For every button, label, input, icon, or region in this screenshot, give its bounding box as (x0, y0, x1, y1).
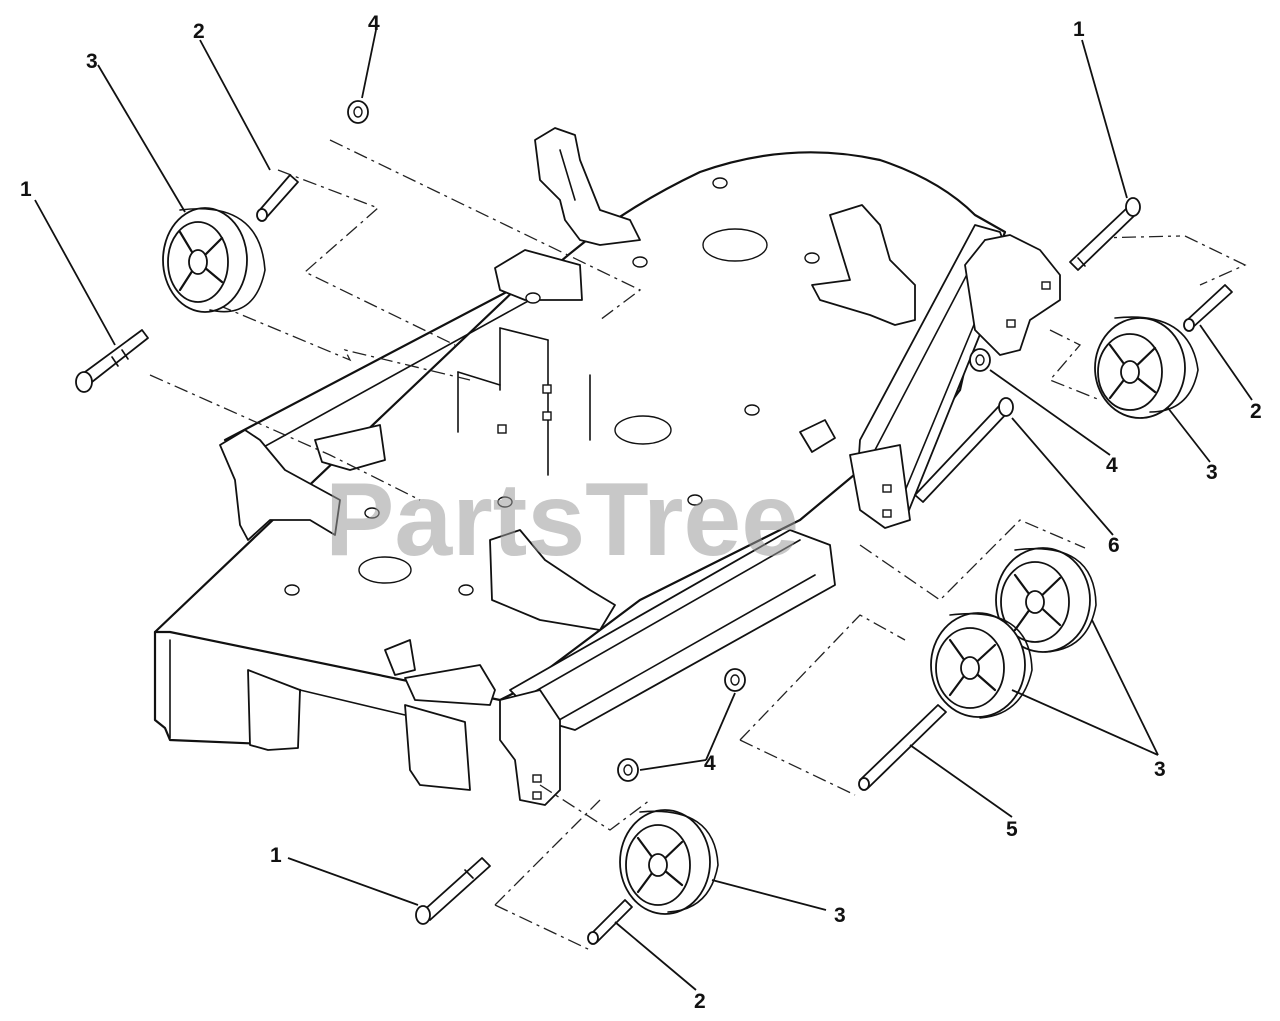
bolt-left (75, 329, 149, 393)
bolt-bottom (415, 857, 491, 925)
bolt-item-6 (914, 397, 1014, 503)
callout-2-right: 2 (1250, 400, 1262, 423)
callout-1-bottom: 1 (270, 844, 282, 867)
nut-bottom-left (617, 758, 639, 782)
callout-4-top: 4 (368, 12, 380, 35)
callouts: 1 2 3 4 6 3 5 4 1 3 2 1 3 2 4 (20, 12, 1262, 1013)
watermark: PartsTree (325, 462, 799, 578)
callout-4-right: 4 (1106, 454, 1118, 477)
callout-3-left: 3 (86, 50, 98, 73)
callout-1-left: 1 (20, 178, 32, 201)
callout-3-right: 3 (1206, 461, 1218, 484)
leader-lines (34, 29, 1253, 991)
mower-deck (153, 127, 1061, 806)
nut-top (347, 100, 369, 124)
roller-bottom (619, 809, 719, 915)
nut-bottom-center (724, 668, 746, 692)
callout-4-bottom: 4 (704, 752, 716, 775)
callout-3-bottom: 3 (834, 904, 846, 927)
callout-2-left: 2 (193, 20, 205, 43)
nut-right (969, 348, 991, 372)
pin-bottom (587, 899, 633, 945)
callout-1-top-right: 1 (1073, 18, 1085, 41)
callout-5: 5 (1006, 818, 1018, 841)
pin-right (1183, 284, 1233, 332)
roller-right-top (1094, 316, 1199, 419)
bolt-right-top (1069, 197, 1141, 271)
roller-right-back (995, 547, 1097, 653)
callout-3-double: 3 (1154, 758, 1166, 781)
roller-left (162, 207, 266, 313)
spacer-item-5 (858, 704, 947, 791)
roller-right-front (930, 612, 1033, 719)
callout-2-bottom: 2 (694, 990, 706, 1013)
assembly-lines (149, 139, 1247, 951)
callout-6-right: 6 (1108, 534, 1120, 557)
pin-left (256, 174, 299, 222)
